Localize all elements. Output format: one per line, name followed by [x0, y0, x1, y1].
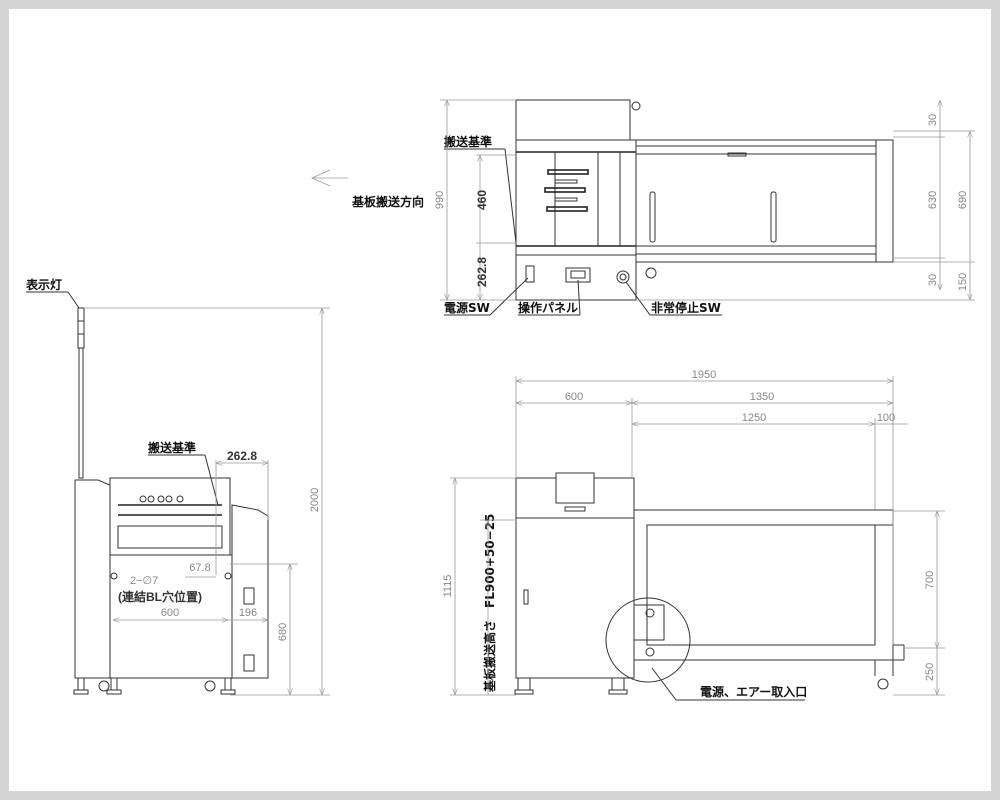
- dim-680: 680: [277, 623, 289, 641]
- dim-600-front: 600: [565, 391, 583, 403]
- front-feet: [514, 677, 628, 695]
- dim-1115: 1115: [442, 575, 454, 598]
- side-cabinet: [109, 554, 233, 679]
- dim-690: 690: [957, 191, 969, 209]
- dim-990: 990: [434, 191, 446, 209]
- emergency-stop-icon: [616, 270, 630, 284]
- front-cabinet: [515, 517, 635, 679]
- transport-height-label: 基板搬送高さ FL900+50−25: [482, 514, 497, 693]
- side-transport-unit: [109, 477, 231, 556]
- dim-100: 100: [877, 412, 895, 424]
- side-dim-262-8: 262.8: [227, 449, 257, 463]
- side-transport-reference-label: 搬送基準: [148, 440, 196, 455]
- holes-label: 2−∅7: [130, 575, 158, 587]
- dim-196: 196: [239, 607, 257, 619]
- dim-250: 250: [924, 663, 936, 681]
- top-conveyor-extension: [635, 139, 894, 263]
- dim-460: 460: [475, 190, 489, 210]
- power-switch-label: 電源SW: [444, 300, 490, 315]
- dim-700: 700: [924, 571, 936, 589]
- indicator-light-label: 表示灯: [25, 277, 62, 292]
- holes-note-label: (連結BL穴位置): [118, 589, 202, 604]
- dim-30-bottom: 30: [927, 274, 939, 286]
- dim-1350: 1350: [750, 391, 774, 403]
- side-casters: [73, 677, 236, 695]
- dim-1250: 1250: [742, 412, 766, 424]
- power-switch-icon: [525, 265, 535, 283]
- board-transport-direction-label: 基板搬送方向: [351, 194, 424, 209]
- side-clamp-pins: [139, 495, 184, 503]
- dim-262-8: 262.8: [475, 257, 489, 287]
- front-view: 電源、エアー取入口 基板搬送高さ FL900+50−25 1950 600 13…: [442, 369, 945, 701]
- front-conveyor-frame: [633, 509, 894, 661]
- side-right-panel: [231, 504, 269, 679]
- dim-30-top: 30: [927, 114, 939, 126]
- dim-2000: 2000: [309, 488, 321, 512]
- operation-panel-label: 操作パネル: [518, 300, 578, 315]
- dim-630: 630: [927, 191, 939, 209]
- emergency-stop-label: 非常停止SW: [651, 300, 721, 315]
- side-left-panel: [74, 479, 113, 679]
- dim-67-8: 67.8: [189, 562, 210, 574]
- indicator-light-icon: [77, 307, 85, 349]
- top-upper-box: [515, 99, 631, 141]
- air-regulator-icon: [645, 267, 657, 279]
- dim-600-side: 600: [161, 607, 179, 619]
- side-view: 表示灯 搬送基準 2−∅7 (連結BL穴位置) 262.8 2000 680: [25, 277, 330, 696]
- top-clamp-arms: [544, 169, 589, 212]
- indicator-pole: [78, 347, 84, 479]
- top-transport-reference-label: 搬送基準: [444, 134, 492, 149]
- dim-150: 150: [957, 273, 969, 291]
- power-air-inlet-label: 電源、エアー取入口: [700, 684, 807, 699]
- top-view: 基板搬送方向 搬送基準 電源SW 操作パネル 非常停止SW 990 460 26…: [311, 99, 975, 316]
- dim-1950: 1950: [692, 369, 716, 381]
- air-regulator-icon-front: [633, 604, 665, 641]
- transport-direction-arrow: [311, 169, 348, 187]
- power-air-inlet-detail-circle: [605, 597, 691, 683]
